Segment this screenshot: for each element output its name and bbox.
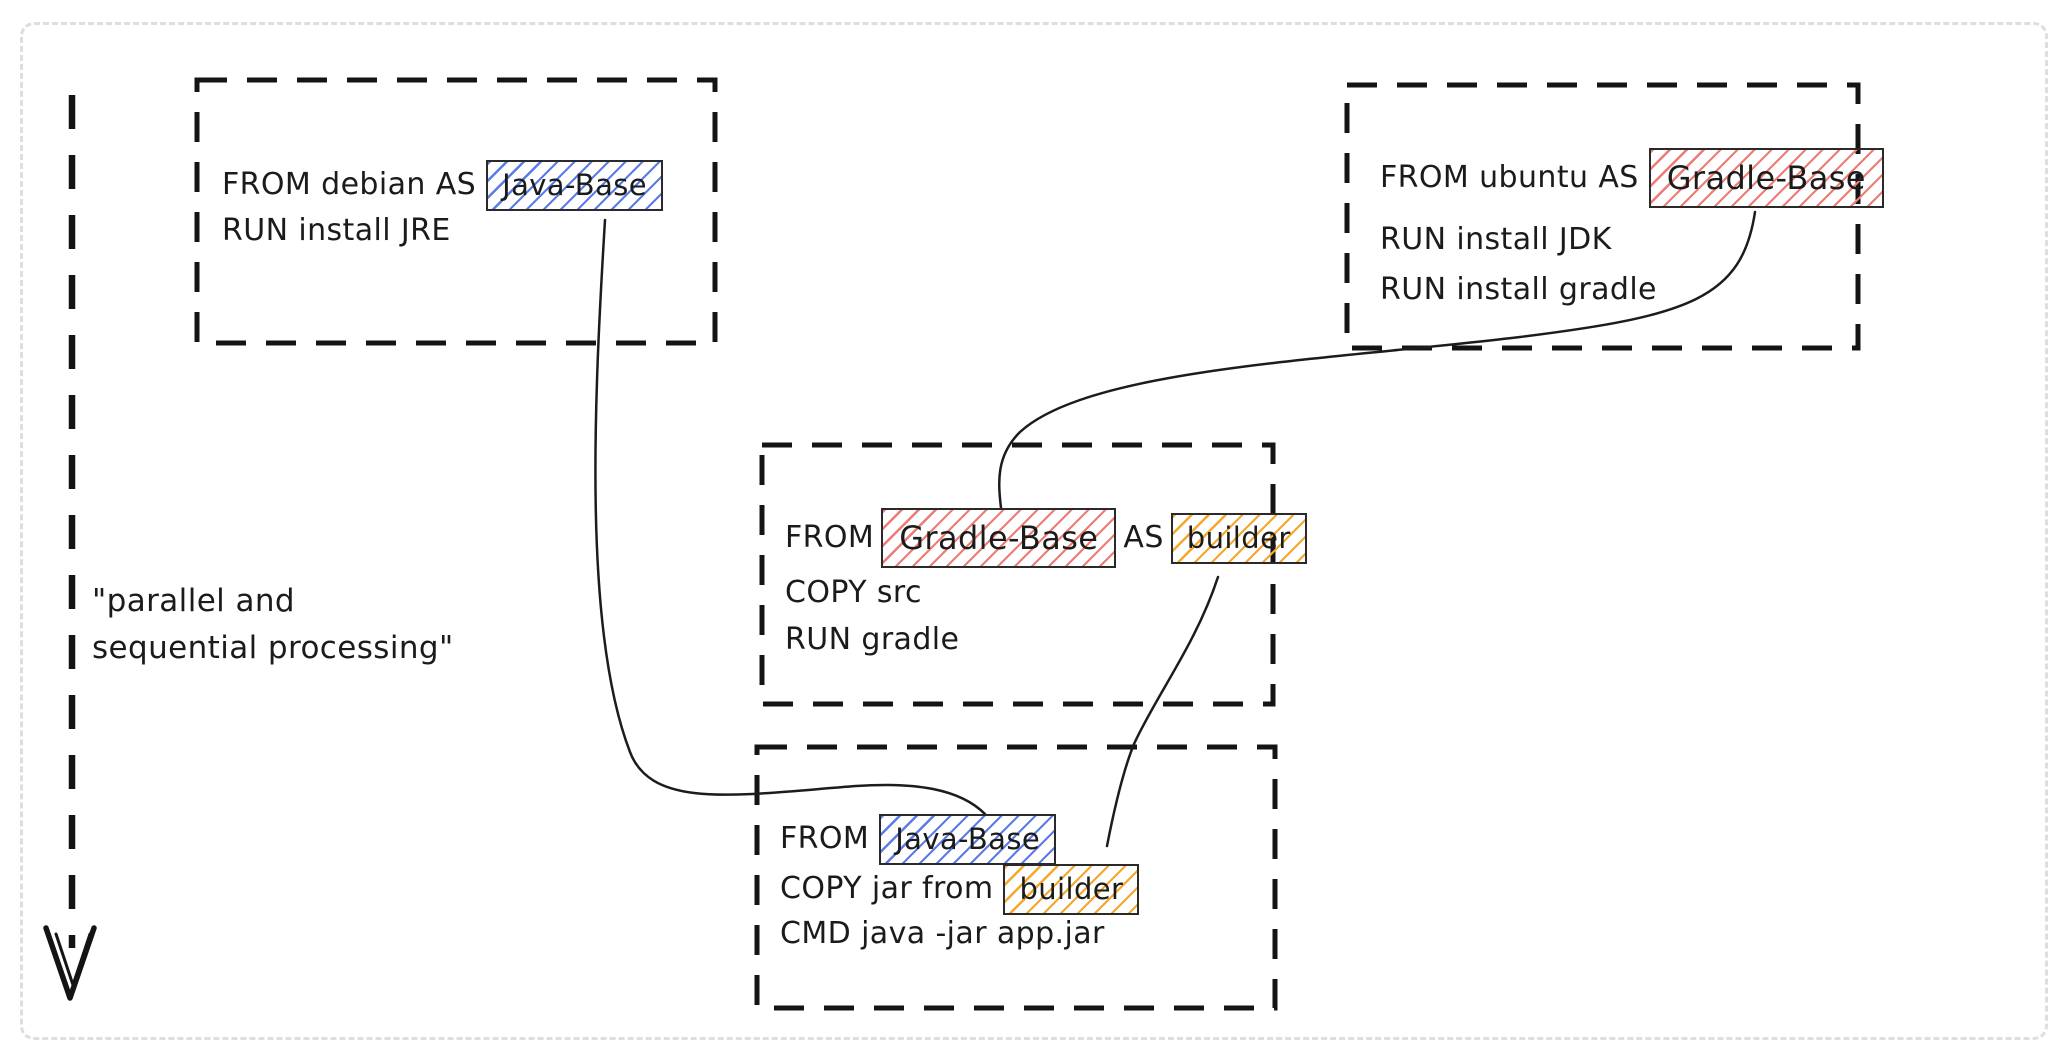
copy-jar-text: COPY jar from	[780, 871, 994, 907]
dockerfile-line: COPY jar from builder	[780, 864, 1140, 915]
run-install-gradle-text: RUN install gradle	[1380, 272, 1657, 307]
stage-ref-chip-builder-def: builder	[1170, 512, 1307, 564]
from-keyword: FROM	[785, 520, 875, 556]
dockerfile-line: COPY src	[785, 575, 922, 611]
dockerfile-line: FROM Java-Base	[780, 814, 1057, 865]
stage-ref-chip-gradle-base-use: Gradle-Base	[881, 508, 1117, 569]
from-keyword: FROM	[780, 821, 870, 857]
annotation-line-2: sequential processing"	[92, 630, 454, 666]
dockerfile-line: FROM debian AS Java-Base	[222, 160, 664, 211]
stage-ref-chip-gradle-base-def: Gradle-Base	[1648, 148, 1884, 209]
dockerfile-line: CMD java -jar app.jar	[780, 916, 1105, 952]
dockerfile-line: RUN install JDK	[1380, 222, 1612, 258]
stage-ref-chip-java-base-def: Java-Base	[486, 160, 664, 211]
dockerfile-line: FROM ubuntu AS Gradle-Base	[1380, 148, 1884, 209]
dockerfile-line: RUN install JRE	[222, 213, 451, 249]
stage-ref-chip-builder-use: builder	[1003, 864, 1140, 915]
as-keyword: AS	[1123, 520, 1164, 556]
run-install-jdk-text: RUN install JDK	[1380, 222, 1612, 257]
run-gradle-text: RUN gradle	[785, 622, 960, 657]
run-install-jre-text: RUN install JRE	[222, 213, 451, 248]
page-border	[20, 22, 2048, 1040]
from-ubuntu-text: FROM ubuntu AS	[1380, 160, 1639, 196]
dockerfile-line: RUN gradle	[785, 622, 959, 658]
stage-ref-chip-java-base-use: Java-Base	[879, 814, 1057, 865]
annotation-line-1: "parallel and	[92, 583, 295, 619]
cmd-java-text: CMD java -jar app.jar	[780, 916, 1105, 951]
copy-src-text: COPY src	[785, 575, 922, 610]
dockerfile-line: RUN install gradle	[1380, 272, 1657, 308]
from-debian-text: FROM debian AS	[222, 167, 477, 203]
dockerfile-line: FROM Gradle-Base AS builder	[785, 508, 1307, 569]
